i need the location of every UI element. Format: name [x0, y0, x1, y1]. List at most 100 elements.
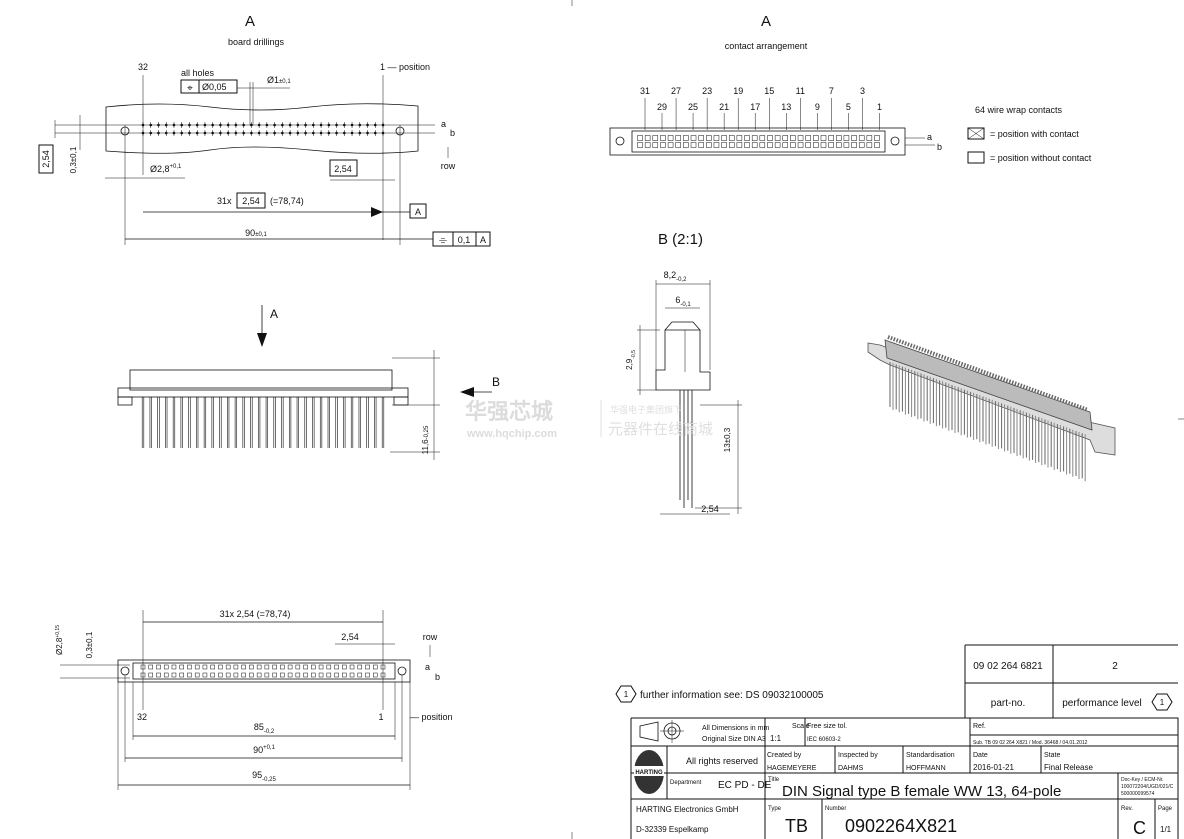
contact [675, 142, 681, 148]
contact [767, 135, 773, 141]
contact-holes [141, 122, 385, 136]
hole [249, 664, 254, 670]
hole [264, 672, 270, 678]
svg-text:Department: Department [670, 780, 702, 786]
hole [342, 672, 347, 678]
contact-present-icon [967, 127, 985, 140]
contact [858, 135, 865, 141]
hole [326, 664, 332, 670]
doc-key: 100072204/UGD/021/C [1121, 784, 1174, 790]
page: 1/1 [1160, 825, 1172, 834]
contact [805, 135, 811, 141]
contact-number: 3 [860, 86, 865, 96]
board-outline [105, 103, 419, 154]
row-label: row [423, 632, 438, 642]
contact [836, 142, 842, 148]
contact [866, 135, 873, 141]
contact [813, 135, 819, 141]
contact [851, 135, 857, 141]
projection-symbol-icon [639, 720, 684, 743]
contact [797, 135, 804, 141]
view-title: A [761, 13, 771, 30]
detail-title: B (2:1) [658, 231, 703, 248]
hole [241, 664, 246, 670]
hole [156, 664, 161, 670]
contact [797, 142, 804, 148]
hole [318, 664, 324, 670]
svg-text:Title: Title [768, 777, 780, 783]
contact [843, 142, 850, 148]
contact [828, 135, 834, 141]
watermark: 华强芯城 www.hqchip.com 华强电子集团旗下 元器件在线商城 [465, 399, 713, 440]
dim-95: 95-0,25 [252, 770, 276, 783]
svg-text:HARTING: HARTING [635, 770, 663, 776]
legend-title: 64 wire wrap contacts [975, 105, 1063, 115]
department: EC PD - DE [718, 780, 772, 791]
title-block: All Dimensions in mm Original Size DIN A… [630, 717, 1179, 839]
row-b-label: b [937, 142, 942, 152]
label-1: 1 [378, 712, 383, 722]
contact [637, 135, 643, 141]
row-offset-dim: 0,3±0,1 [85, 631, 94, 658]
arrow-b-label: B [492, 375, 500, 389]
hole [287, 672, 293, 678]
contact [820, 135, 827, 141]
hole [334, 672, 339, 678]
contact [858, 142, 865, 148]
revision: C [1133, 818, 1146, 838]
svg-text:Type: Type [768, 806, 782, 812]
contact-number: 15 [764, 86, 774, 96]
svg-text:1: 1 [1160, 698, 1165, 707]
type: TB [785, 816, 808, 836]
contact [713, 142, 720, 148]
hole [287, 664, 293, 670]
contact-number: 23 [702, 86, 712, 96]
performance-level: 2 [1112, 661, 1118, 672]
contact [721, 135, 727, 141]
flatness-value: 0,1 [458, 235, 471, 245]
svg-text:Date: Date [973, 752, 988, 759]
svg-text:元器件在线商城: 元器件在线商城 [608, 421, 713, 438]
contact [660, 135, 666, 141]
contact [759, 142, 766, 148]
svg-text:www.hqchip.com: www.hqchip.com [466, 428, 557, 440]
hole [303, 664, 308, 670]
further-info-note: 1 further information see: DS 0903210000… [615, 685, 824, 703]
connector-body [129, 369, 393, 391]
contact [751, 135, 758, 141]
hole [179, 664, 184, 670]
hole [373, 672, 378, 678]
contact [736, 135, 743, 141]
hole [187, 664, 192, 670]
row-a-label: a [425, 662, 430, 672]
contact [728, 142, 735, 148]
row-b-label: b [450, 128, 455, 138]
hole [233, 664, 239, 670]
hole [202, 664, 208, 670]
hole [218, 672, 223, 678]
pin-pitch: 2,54 [701, 504, 719, 514]
view-subtitle: contact arrangement [725, 41, 808, 51]
ecm-number: 500000099574 [1121, 791, 1155, 797]
contact-number: 11 [796, 86, 805, 96]
hole [280, 672, 285, 678]
contact [683, 135, 689, 141]
contact [790, 135, 796, 141]
dim-85: 85-0,2 [254, 722, 275, 735]
contact-number: 29 [657, 102, 667, 112]
inner-width: 6-0,1 [675, 295, 691, 308]
hole [171, 672, 177, 678]
detail-b: B (2:1) 8,2-0,2 6-0,1 2,9-0,5 13±0,3 2,5… [625, 231, 742, 515]
hole [148, 672, 153, 678]
rights: All rights reserved [686, 756, 758, 766]
hole [241, 672, 246, 678]
row-a-label: a [927, 132, 932, 142]
hole [326, 672, 332, 678]
svg-text:State: State [1044, 752, 1060, 759]
contact-number: 13 [781, 102, 791, 112]
hole [349, 664, 355, 670]
svg-text:Ref.: Ref. [973, 723, 986, 730]
hole [311, 664, 316, 670]
position-tolerance-frame [180, 79, 238, 94]
